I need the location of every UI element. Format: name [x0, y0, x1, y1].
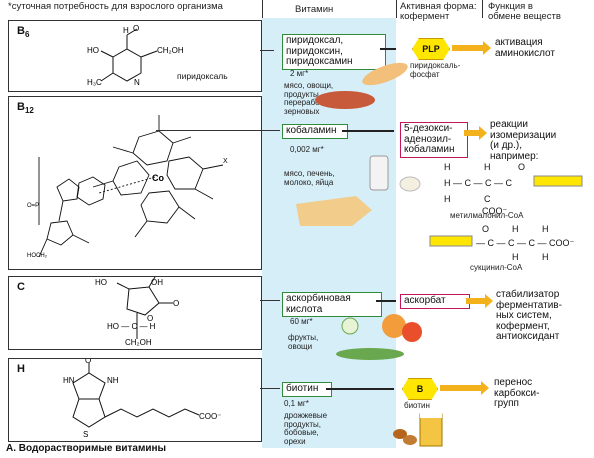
arrow-c-func: [466, 294, 493, 308]
dose-c: 60 мг*: [290, 317, 313, 326]
vitamin-label-c: C: [17, 281, 25, 293]
vitamin-name-box-b6: пиридоксал,пиридоксин,пиридоксамин: [282, 34, 386, 70]
structure-caption-pyridoxal: пиридоксаль: [177, 71, 228, 81]
arrow-b12-func: [464, 126, 487, 140]
svg-text:H: H: [444, 162, 451, 172]
svg-text:H: H: [542, 224, 549, 234]
molecule-caption-succinyl: сукцинил-CoA: [470, 263, 523, 272]
svg-text:OH: OH: [151, 278, 163, 287]
svg-text:CH₂OH: CH₂OH: [157, 46, 184, 55]
arrow-b12-vit: [342, 130, 394, 132]
dose-h: 0,1 мг*: [284, 399, 309, 408]
sources-b12: мясо, печень,молоко, яйца: [284, 169, 335, 187]
vitamin-name-box-h: биотин: [282, 382, 332, 397]
svg-text:Co: Co: [152, 173, 164, 183]
methylmalonyl-coa-structure: H H O H — C — C — C H C COO⁻: [444, 162, 583, 216]
arrow-c-vit: [376, 300, 396, 302]
svg-text:HO: HO: [87, 46, 99, 55]
structure-panel-b12: B12 Co X HOCH₂ O=P: [8, 96, 262, 270]
svg-text:HOCH₂: HOCH₂: [27, 253, 48, 259]
header-divider: [262, 0, 263, 18]
coenzyme-box-c: аскорбат: [400, 294, 470, 309]
header-divider: [396, 0, 397, 18]
structure-panel-h: H O HN NH S COO⁻: [8, 358, 262, 442]
svg-text:H: H: [444, 194, 451, 204]
food-illustration-b6: [315, 62, 408, 109]
svg-text:CH₂OH: CH₂OH: [125, 338, 152, 347]
food-illustration-h: [393, 412, 443, 447]
structure-panel-c: C HO OH O O HO — C — H CH₂OH: [8, 276, 262, 350]
arrow-h-func: [440, 381, 489, 395]
svg-text:O: O: [147, 314, 153, 323]
coenzyme-hexagon-biotin: B: [402, 378, 438, 400]
footnote-daily-requirement: *суточная потребность для взрослого орга…: [8, 1, 223, 12]
figure-caption: А. Водорастворимые витамины: [6, 443, 167, 454]
vitamin-column-band: [262, 18, 396, 448]
molecule-caption-methylmalonyl: метилмалонил-СоА: [450, 211, 524, 220]
dose-b12: 0,002 мг*: [290, 145, 324, 154]
column-header-vitamin: Витамин: [295, 4, 334, 15]
food-illustration-b12: [296, 155, 421, 226]
cobalamin-structure: Co X HOCH₂ O=P: [27, 115, 228, 259]
connector-line: [260, 388, 280, 389]
vitamin-name-box-b12: кобаламин: [282, 124, 348, 139]
header-divider: [482, 0, 483, 18]
arrow-b6-func: [452, 41, 491, 55]
coenzyme-caption-b6: пиридоксаль-фосфат: [410, 61, 461, 79]
svg-text:COO⁻: COO⁻: [482, 206, 508, 216]
svg-text:S: S: [83, 430, 88, 439]
svg-text:O: O: [85, 359, 91, 365]
vitamin-label-b6: B6: [17, 25, 30, 40]
pyridoxal-structure: OH HO CH₂OH H₃C N: [87, 24, 184, 87]
svg-text:HO — C — H: HO — C — H: [107, 322, 156, 331]
svg-text:HN: HN: [63, 376, 75, 385]
food-illustration-c: [336, 314, 422, 360]
svg-text:N: N: [134, 78, 140, 87]
svg-text:O: O: [482, 224, 489, 234]
svg-text:O: O: [133, 24, 139, 33]
svg-text:H: H: [123, 26, 129, 35]
vitamin-label-b12: B12: [17, 101, 34, 116]
coenzyme-caption-h: биотин: [404, 401, 430, 410]
vitamin-label-h: H: [17, 363, 25, 375]
biotin-structure: O HN NH S COO⁻: [63, 359, 221, 439]
svg-text:C: C: [484, 194, 491, 204]
svg-text:COO⁻: COO⁻: [199, 412, 221, 421]
svg-text:H — C — C — C: H — C — C — C: [444, 178, 513, 188]
svg-text:H: H: [484, 162, 491, 172]
svg-text:— C — C — C — COO⁻: — C — C — C — COO⁻: [476, 238, 575, 248]
succinyl-coa-structure: O H H — C — C — C — COO⁻ H H: [429, 224, 575, 262]
dose-b6: 2 мг*: [290, 69, 309, 78]
svg-text:H: H: [512, 224, 519, 234]
column-header-coenzyme: Активная форма: кофермент: [400, 1, 477, 22]
connector-line: [156, 130, 280, 131]
svg-text:H₃C: H₃C: [87, 78, 102, 87]
arrow-h-vit: [326, 388, 394, 390]
connector-line: [260, 50, 274, 51]
svg-text:O=P: O=P: [27, 203, 39, 209]
connector-line: [260, 300, 280, 301]
sources-c: фрукты,овощи: [288, 333, 319, 351]
coenzyme-hexagon-plp: PLP: [412, 38, 450, 60]
svg-text:HO: HO: [95, 278, 107, 287]
svg-text:O: O: [173, 299, 179, 308]
svg-text:O: O: [518, 162, 525, 172]
svg-text:X: X: [223, 158, 228, 165]
ascorbic-acid-structure: HO OH O O HO — C — H CH₂OH: [95, 277, 179, 347]
arrow-b6-vit: [380, 48, 396, 50]
column-header-function: Функция в обмене веществ: [488, 1, 561, 22]
svg-text:NH: NH: [107, 376, 119, 385]
coenzyme-box-b12: 5-дезокси-аденозил-кобаламин: [400, 122, 468, 158]
svg-text:H: H: [542, 252, 549, 262]
svg-text:H: H: [512, 252, 519, 262]
